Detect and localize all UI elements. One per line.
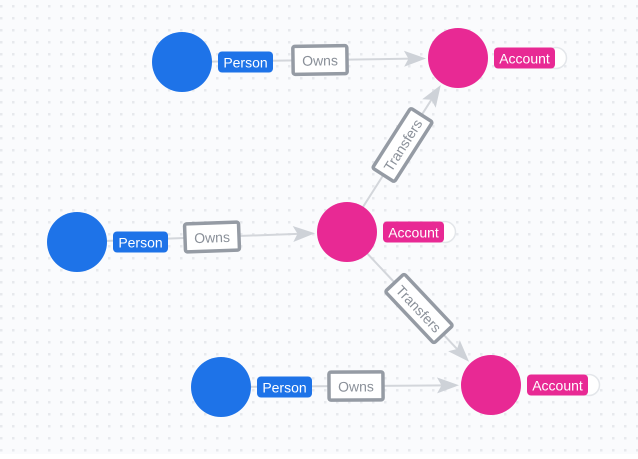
- node-account[interactable]: [461, 355, 521, 415]
- edge-label-rect: [384, 272, 454, 345]
- edge-label-rect: [327, 370, 385, 402]
- node-label-badge-rect: [527, 374, 588, 396]
- edge-label-text: Owns: [302, 52, 338, 68]
- node-label-badge-rect: [494, 47, 555, 69]
- node-person[interactable]: [191, 357, 251, 417]
- edge-arrowhead: [448, 340, 470, 362]
- edge-label-rect: [291, 43, 349, 77]
- node-label-badge[interactable]: Account: [527, 374, 588, 396]
- node-label-text: Person: [223, 55, 267, 71]
- node-label-text: Account: [388, 225, 439, 241]
- edge-label-rect: [182, 220, 242, 254]
- edge-label-text: Owns: [338, 378, 374, 394]
- node-label-badge-rect: [257, 376, 312, 398]
- node-label-badge[interactable]: Person: [257, 376, 312, 398]
- edge-label-box[interactable]: Owns: [327, 370, 385, 402]
- node-label-text: Account: [532, 378, 583, 394]
- node-account[interactable]: [428, 28, 488, 88]
- edge-arrowhead: [422, 85, 441, 108]
- edge-arrowhead: [403, 50, 426, 67]
- node-label-badge-rect: [113, 231, 168, 253]
- node-label-badge[interactable]: Person: [113, 231, 168, 253]
- node-label-badge-rect: [383, 221, 444, 243]
- node-account[interactable]: [317, 202, 377, 262]
- edge-label-box[interactable]: Owns: [291, 43, 349, 77]
- edge-arrowhead: [436, 377, 459, 394]
- edge: Owns: [220, 370, 459, 402]
- edge-label-box[interactable]: Owns: [182, 220, 242, 254]
- edge-label-rect: [371, 107, 434, 183]
- edge-arrowhead: [292, 226, 315, 242]
- edge-label-text: Owns: [194, 229, 230, 246]
- node-person[interactable]: [47, 212, 107, 272]
- node-label-text: Person: [118, 235, 162, 251]
- node-label-badge[interactable]: Account: [494, 47, 555, 69]
- node-label-badge[interactable]: Person: [218, 51, 273, 73]
- node-person[interactable]: [152, 32, 212, 92]
- node-label-text: Person: [262, 380, 306, 396]
- node-label-badge[interactable]: Account: [383, 221, 444, 243]
- node-label-badge-rect: [218, 51, 273, 73]
- node-label-text: Account: [499, 51, 550, 67]
